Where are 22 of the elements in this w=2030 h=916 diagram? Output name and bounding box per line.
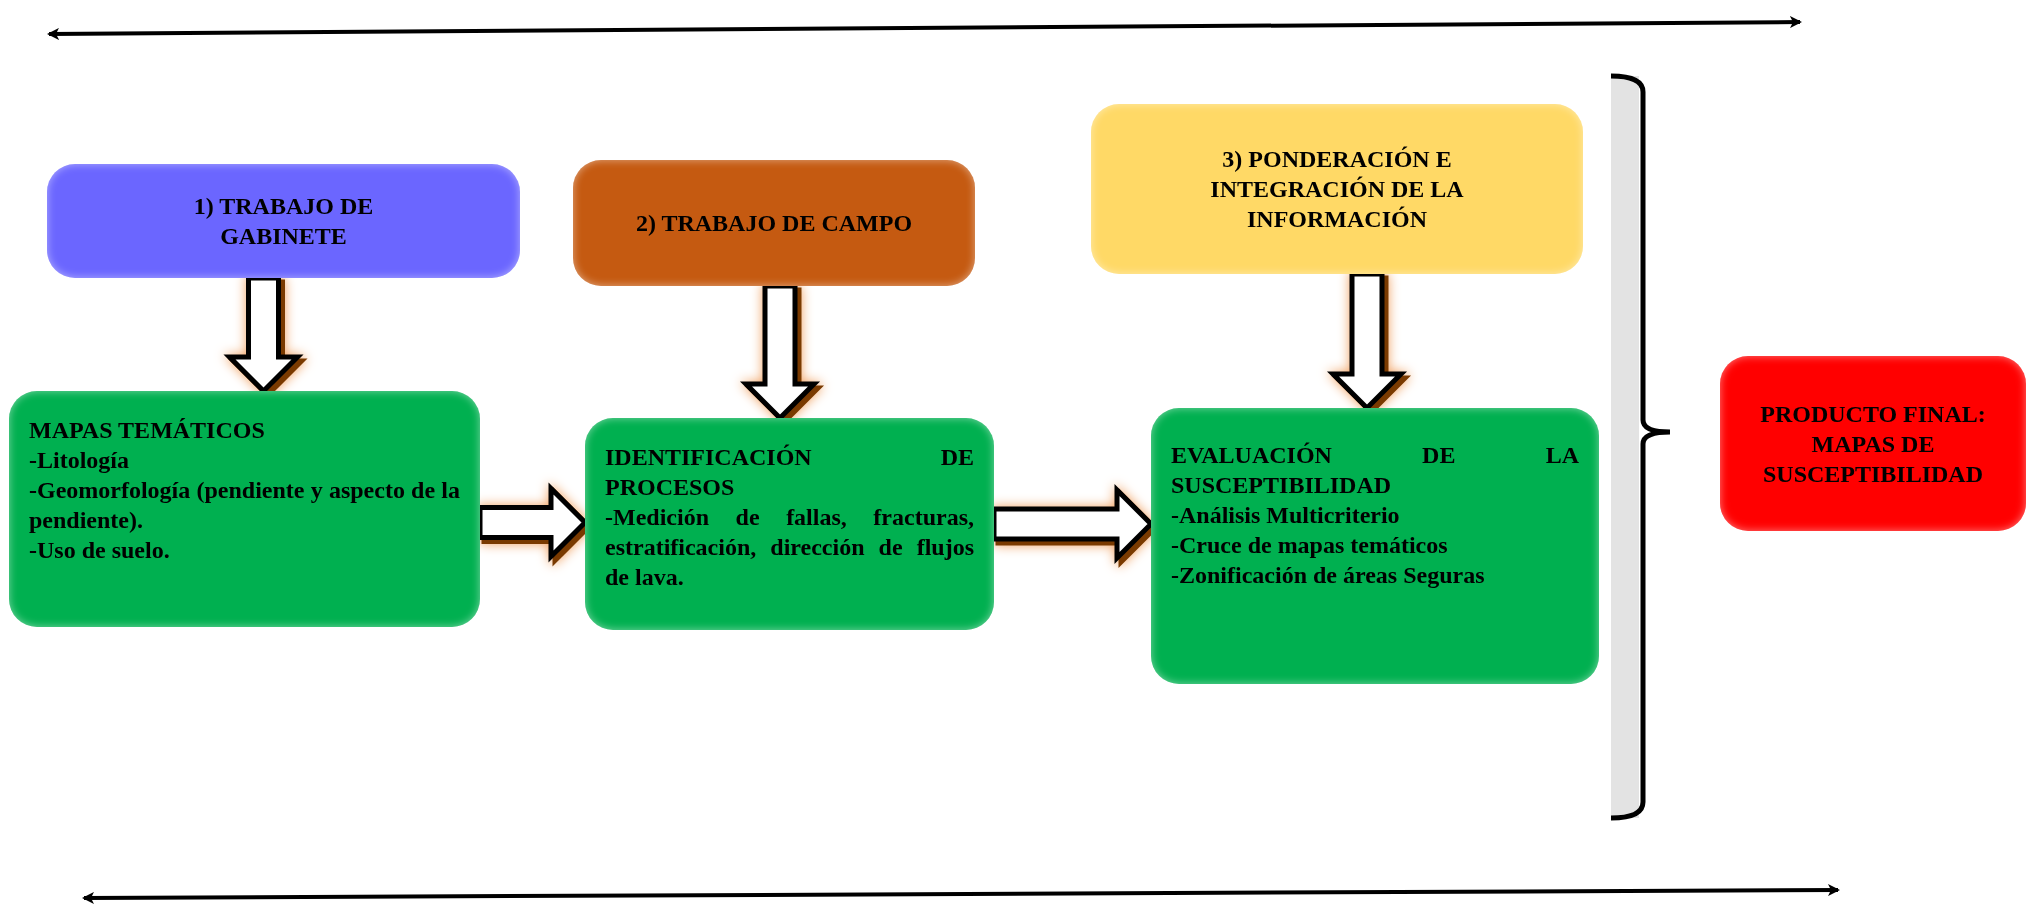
step-box (47, 164, 520, 278)
box-heading: IDENTIFICACIÓN DE PROCESOS (605, 443, 974, 502)
box-text: MAPAS DE SUSCEPTIBILIDAD (1761, 429, 1985, 489)
box-text: -Geomorfología (pendiente y aspecto de la pendiente). (29, 476, 460, 535)
process-box (1151, 408, 1599, 684)
step-box (1091, 104, 1583, 274)
step-box (573, 160, 975, 286)
box-text: -Zonificación de áreas Seguras (1171, 561, 1486, 590)
box-text: -Litología (29, 446, 130, 475)
box-text: -Cruce de mapas temáticos (1171, 531, 1449, 560)
box-text: -Análisis Multicriterio (1171, 501, 1401, 530)
box-text: -Uso de suelo. (29, 536, 171, 565)
box-heading: 1) TRABAJO DE GABINETE (192, 192, 375, 251)
box-heading: EVALUACIÓN DE LA SUSCEPTIBILIDAD (1171, 441, 1579, 500)
box-heading: MAPAS TEMÁTICOS (29, 416, 266, 445)
box-heading: PRODUCTO FINAL: (1759, 399, 1987, 429)
result-box (1720, 356, 2026, 531)
process-box (585, 418, 994, 630)
process-box (9, 391, 480, 627)
box-heading: 3) PONDERACIÓN E INTEGRACIÓN DE LA INFORMACIÓN (1209, 145, 1465, 234)
box-text: -Medición de fallas, fracturas, estratificación, dirección de flujos de lava. (605, 503, 974, 592)
box-heading: 2) TRABAJO DE CAMPO (634, 209, 914, 238)
